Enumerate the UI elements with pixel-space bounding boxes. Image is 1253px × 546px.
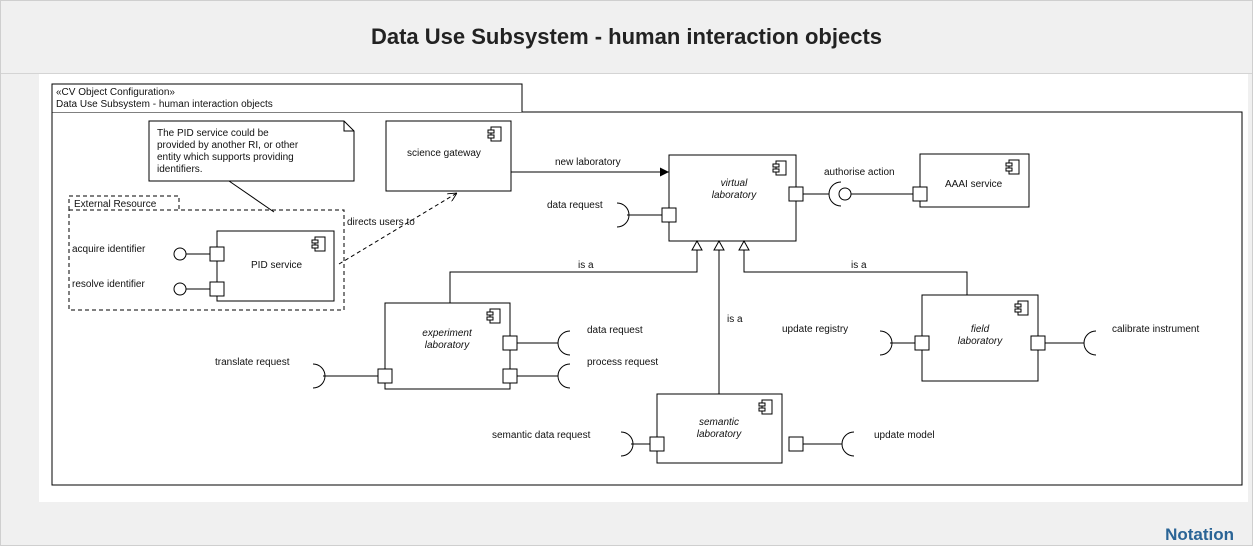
semantic-data-request-label: semantic data request: [492, 430, 591, 441]
semantic-laboratory-label-1: semantic: [699, 417, 739, 428]
experiment-laboratory-label-2: laboratory: [425, 340, 470, 351]
new-laboratory-association: new laboratory: [511, 157, 669, 177]
science-gateway-component: science gateway: [385, 120, 512, 192]
directs-users-to-dependency: directs users to: [338, 193, 457, 265]
generalizations: is a is a is a: [449, 239, 968, 394]
semantic-laboratory-label-2: laboratory: [697, 429, 742, 440]
aaai-service-component: AAAI service: [912, 153, 1030, 208]
acquire-identifier-label: acquire identifier: [72, 244, 146, 255]
diagram-canvas: «CV Object Configuration» Data Use Subsy…: [39, 74, 1248, 502]
process-request-label: process request: [587, 357, 658, 368]
frame-name: Data Use Subsystem - human interaction o…: [56, 99, 273, 110]
component-icon: [486, 308, 501, 324]
note-anchor-line: [228, 180, 275, 213]
frame-stereotype: «CV Object Configuration»: [56, 87, 175, 98]
field-laboratory-label-1: field: [971, 324, 990, 335]
panel-header: Data Use Subsystem - human interaction o…: [1, 1, 1252, 74]
authorise-action-label: authorise action: [824, 167, 895, 178]
external-resource: External Resource: [68, 195, 345, 311]
note-line-2: provided by another RI, or other: [157, 140, 299, 151]
resolve-identifier-label: resolve identifier: [72, 279, 145, 290]
uml-diagram: «CV Object Configuration» Data Use Subsy…: [51, 83, 1243, 486]
component-icon: [1005, 159, 1020, 175]
component-icon: [758, 399, 773, 415]
translate-request-label: translate request: [215, 357, 290, 368]
new-laboratory-label: new laboratory: [555, 157, 621, 168]
experiment-laboratory-component: experiment laboratory translate request …: [215, 302, 658, 390]
update-model-label: update model: [874, 430, 935, 441]
component-icon: [772, 160, 787, 176]
component-icon: [1014, 300, 1029, 316]
field-laboratory-label-2: laboratory: [958, 336, 1003, 347]
external-resource-label: External Resource: [74, 199, 157, 210]
experiment-laboratory-label-1: experiment: [422, 328, 473, 339]
virtual-laboratory-label-2: laboratory: [712, 190, 757, 201]
data-request-experiment-label: data request: [587, 325, 643, 336]
is-a-experiment-label: is a: [578, 260, 594, 271]
virtual-laboratory-component: virtual laboratory data request authoris…: [547, 154, 913, 242]
aaai-service-label: AAAI service: [945, 179, 1003, 190]
calibrate-instrument-label: calibrate instrument: [1112, 324, 1199, 335]
is-a-semantic-label: is a: [727, 314, 743, 325]
page-title: Data Use Subsystem - human interaction o…: [370, 24, 883, 49]
component-icon: [487, 126, 502, 142]
virtual-laboratory-label-1: virtual: [721, 178, 748, 189]
semantic-laboratory-component: semantic laboratory semantic data reques…: [492, 393, 935, 464]
component-icon: [311, 236, 326, 252]
update-registry-label: update registry: [782, 324, 848, 335]
note: The PID service could be provided by ano…: [148, 120, 355, 213]
data-request-virtual-label: data request: [547, 200, 603, 211]
is-a-field-label: is a: [851, 260, 867, 271]
note-line-4: identifiers.: [157, 164, 203, 175]
directs-users-to-label: directs users to: [347, 217, 415, 228]
notation-link[interactable]: Notation: [1165, 525, 1234, 544]
field-laboratory-component: field laboratory update registry calibra…: [782, 294, 1199, 382]
pid-service-component: PID service acquire identifier resolve i…: [72, 230, 335, 302]
science-gateway-label: science gateway: [407, 148, 481, 159]
pid-service-label: PID service: [251, 260, 303, 271]
note-line-3: entity which supports providing: [157, 152, 294, 163]
note-line-1: The PID service could be: [157, 128, 269, 139]
